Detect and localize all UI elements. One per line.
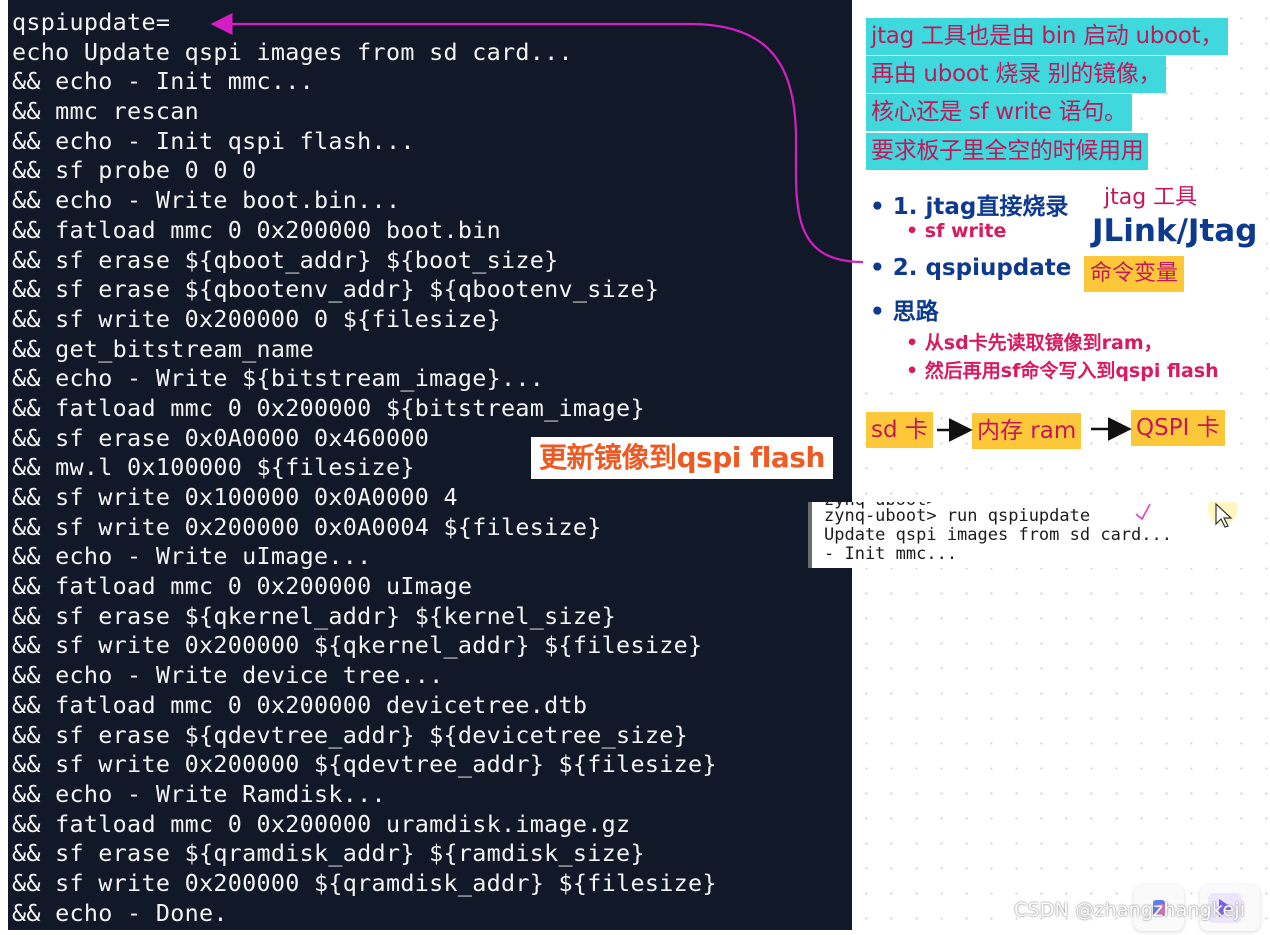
note-line-1: jtag 工具也是由 bin 启动 uboot， <box>866 18 1229 55</box>
console-line: Update qspi images from sd card... <box>824 525 1172 545</box>
jlink-jtag-label: JLink/Jtag <box>1092 213 1258 249</box>
csdn-watermark: CSDN @zhangzhangkeji <box>1014 899 1246 921</box>
slide-item-sf-write: • sf write <box>906 220 1007 242</box>
terminal-line: && get_bitstream_name <box>12 334 315 363</box>
terminal-line: && sf erase ${qbootenv_addr} ${qbootenv_… <box>12 275 660 304</box>
console-line: zynq-uboot> <box>824 502 937 510</box>
terminal-line: && echo - Write device tree... <box>12 661 444 690</box>
slide-item-approach: • 思路 <box>870 299 939 325</box>
command-variable-label: 命令变量 <box>1084 256 1185 292</box>
terminal-line: && echo - Write ${bitstream_image}... <box>12 364 545 393</box>
terminal-line: && echo - Write boot.bin... <box>12 186 401 215</box>
terminal-line: && echo - Done. <box>12 898 228 927</box>
terminal-line: && echo - Write uImage... <box>12 542 372 571</box>
corner-tool-button-2[interactable] <box>1200 885 1260 931</box>
flow-qspi: QSPI 卡 <box>1131 410 1225 446</box>
note-line-3: 核心还是 sf write 语句。 <box>866 94 1132 131</box>
terminal-line: && sf write 0x200000 ${qkernel_addr} ${f… <box>12 631 703 660</box>
terminal-line: && sf write 0x200000 0x0A0004 ${filesize… <box>12 512 602 541</box>
slide-item-read-sd: • 从sd卡先读取镜像到ram， <box>906 332 1163 354</box>
flow-ram: 内存 ram <box>972 413 1082 449</box>
play-icon <box>1208 893 1242 923</box>
terminal-line: && mw.l 0x100000 ${filesize} <box>12 453 415 482</box>
terminal-line: && fatload mmc 0 0x200000 uImage <box>12 572 473 601</box>
terminal-line: && fatload mmc 0 0x200000 devicetree.dtb <box>12 690 588 719</box>
slide-item-qspiupdate: • 2. qspiupdate <box>870 255 1072 281</box>
app-logo-icon <box>1153 900 1167 916</box>
slide-snippet: • 1. jtag直接烧录 • sf write • 2. qspiupdate… <box>864 183 1266 383</box>
terminal-line: echo Update qspi images from sd card... <box>12 37 573 66</box>
terminal-line: && echo - Init qspi flash... <box>12 126 415 155</box>
terminal-line: && echo - Init mmc... <box>12 67 315 96</box>
terminal-line: && fatload mmc 0 0x200000 boot.bin <box>12 215 501 244</box>
terminal-line: && sf probe 0 0 0 <box>12 156 257 185</box>
terminal-line: && fatload mmc 0 0x200000 uramdisk.image… <box>12 809 631 838</box>
terminal-line: && sf write 0x200000 ${qdevtree_addr} ${… <box>12 750 717 779</box>
terminal-line: && sf write 0x200000 0 ${filesize} <box>12 304 501 333</box>
terminal-line: && fatload mmc 0 0x200000 ${bitstream_im… <box>12 393 645 422</box>
update-image-label: 更新镜像到qspi flash <box>531 437 833 479</box>
terminal-line: && sf erase ${qboot_addr} ${boot_size} <box>12 245 559 274</box>
terminal-line: && sf write 0x100000 0x0A0000 4 <box>12 483 458 511</box>
note-line-4: 要求板子里全空的时候用用 <box>866 133 1149 170</box>
terminal-line: && mmc rescan <box>12 97 199 126</box>
terminal-line: && sf erase 0x0A0000 0x460000 <box>12 423 430 452</box>
flow-sd-card: sd 卡 <box>866 412 933 448</box>
terminal-line: && sf erase ${qkernel_addr} ${kernel_siz… <box>12 601 617 630</box>
console-line: - Init mmc... <box>824 544 958 564</box>
slide-item-write-qspi: • 然后再用sf命令写入到qspi flash <box>906 360 1219 382</box>
terminal-line: && sf erase ${qramdisk_addr} ${ramdisk_s… <box>12 839 645 868</box>
jtag-tool-label: jtag 工具 <box>1104 185 1198 210</box>
corner-tool-button-1[interactable] <box>1134 885 1184 931</box>
terminal-line: qspiupdate= <box>12 8 171 36</box>
cursor-highlight <box>1208 502 1238 524</box>
console-line: zynq-uboot> run qspiupdate <box>824 506 1091 526</box>
terminal-line: && sf erase ${qdevtree_addr} ${devicetre… <box>12 720 688 749</box>
slide-item-jtag: • 1. jtag直接烧录 <box>870 194 1069 220</box>
terminal-line: && echo - Write Ramdisk... <box>12 779 386 808</box>
terminal-line: && sf write 0x200000 ${qramdisk_addr} ${… <box>12 868 717 897</box>
note-line-2: 再由 uboot 烧录 别的镜像， <box>866 56 1167 93</box>
uboot-console-snippet: zynq-uboot> zynq-uboot> run qspiupdate U… <box>808 502 1262 568</box>
